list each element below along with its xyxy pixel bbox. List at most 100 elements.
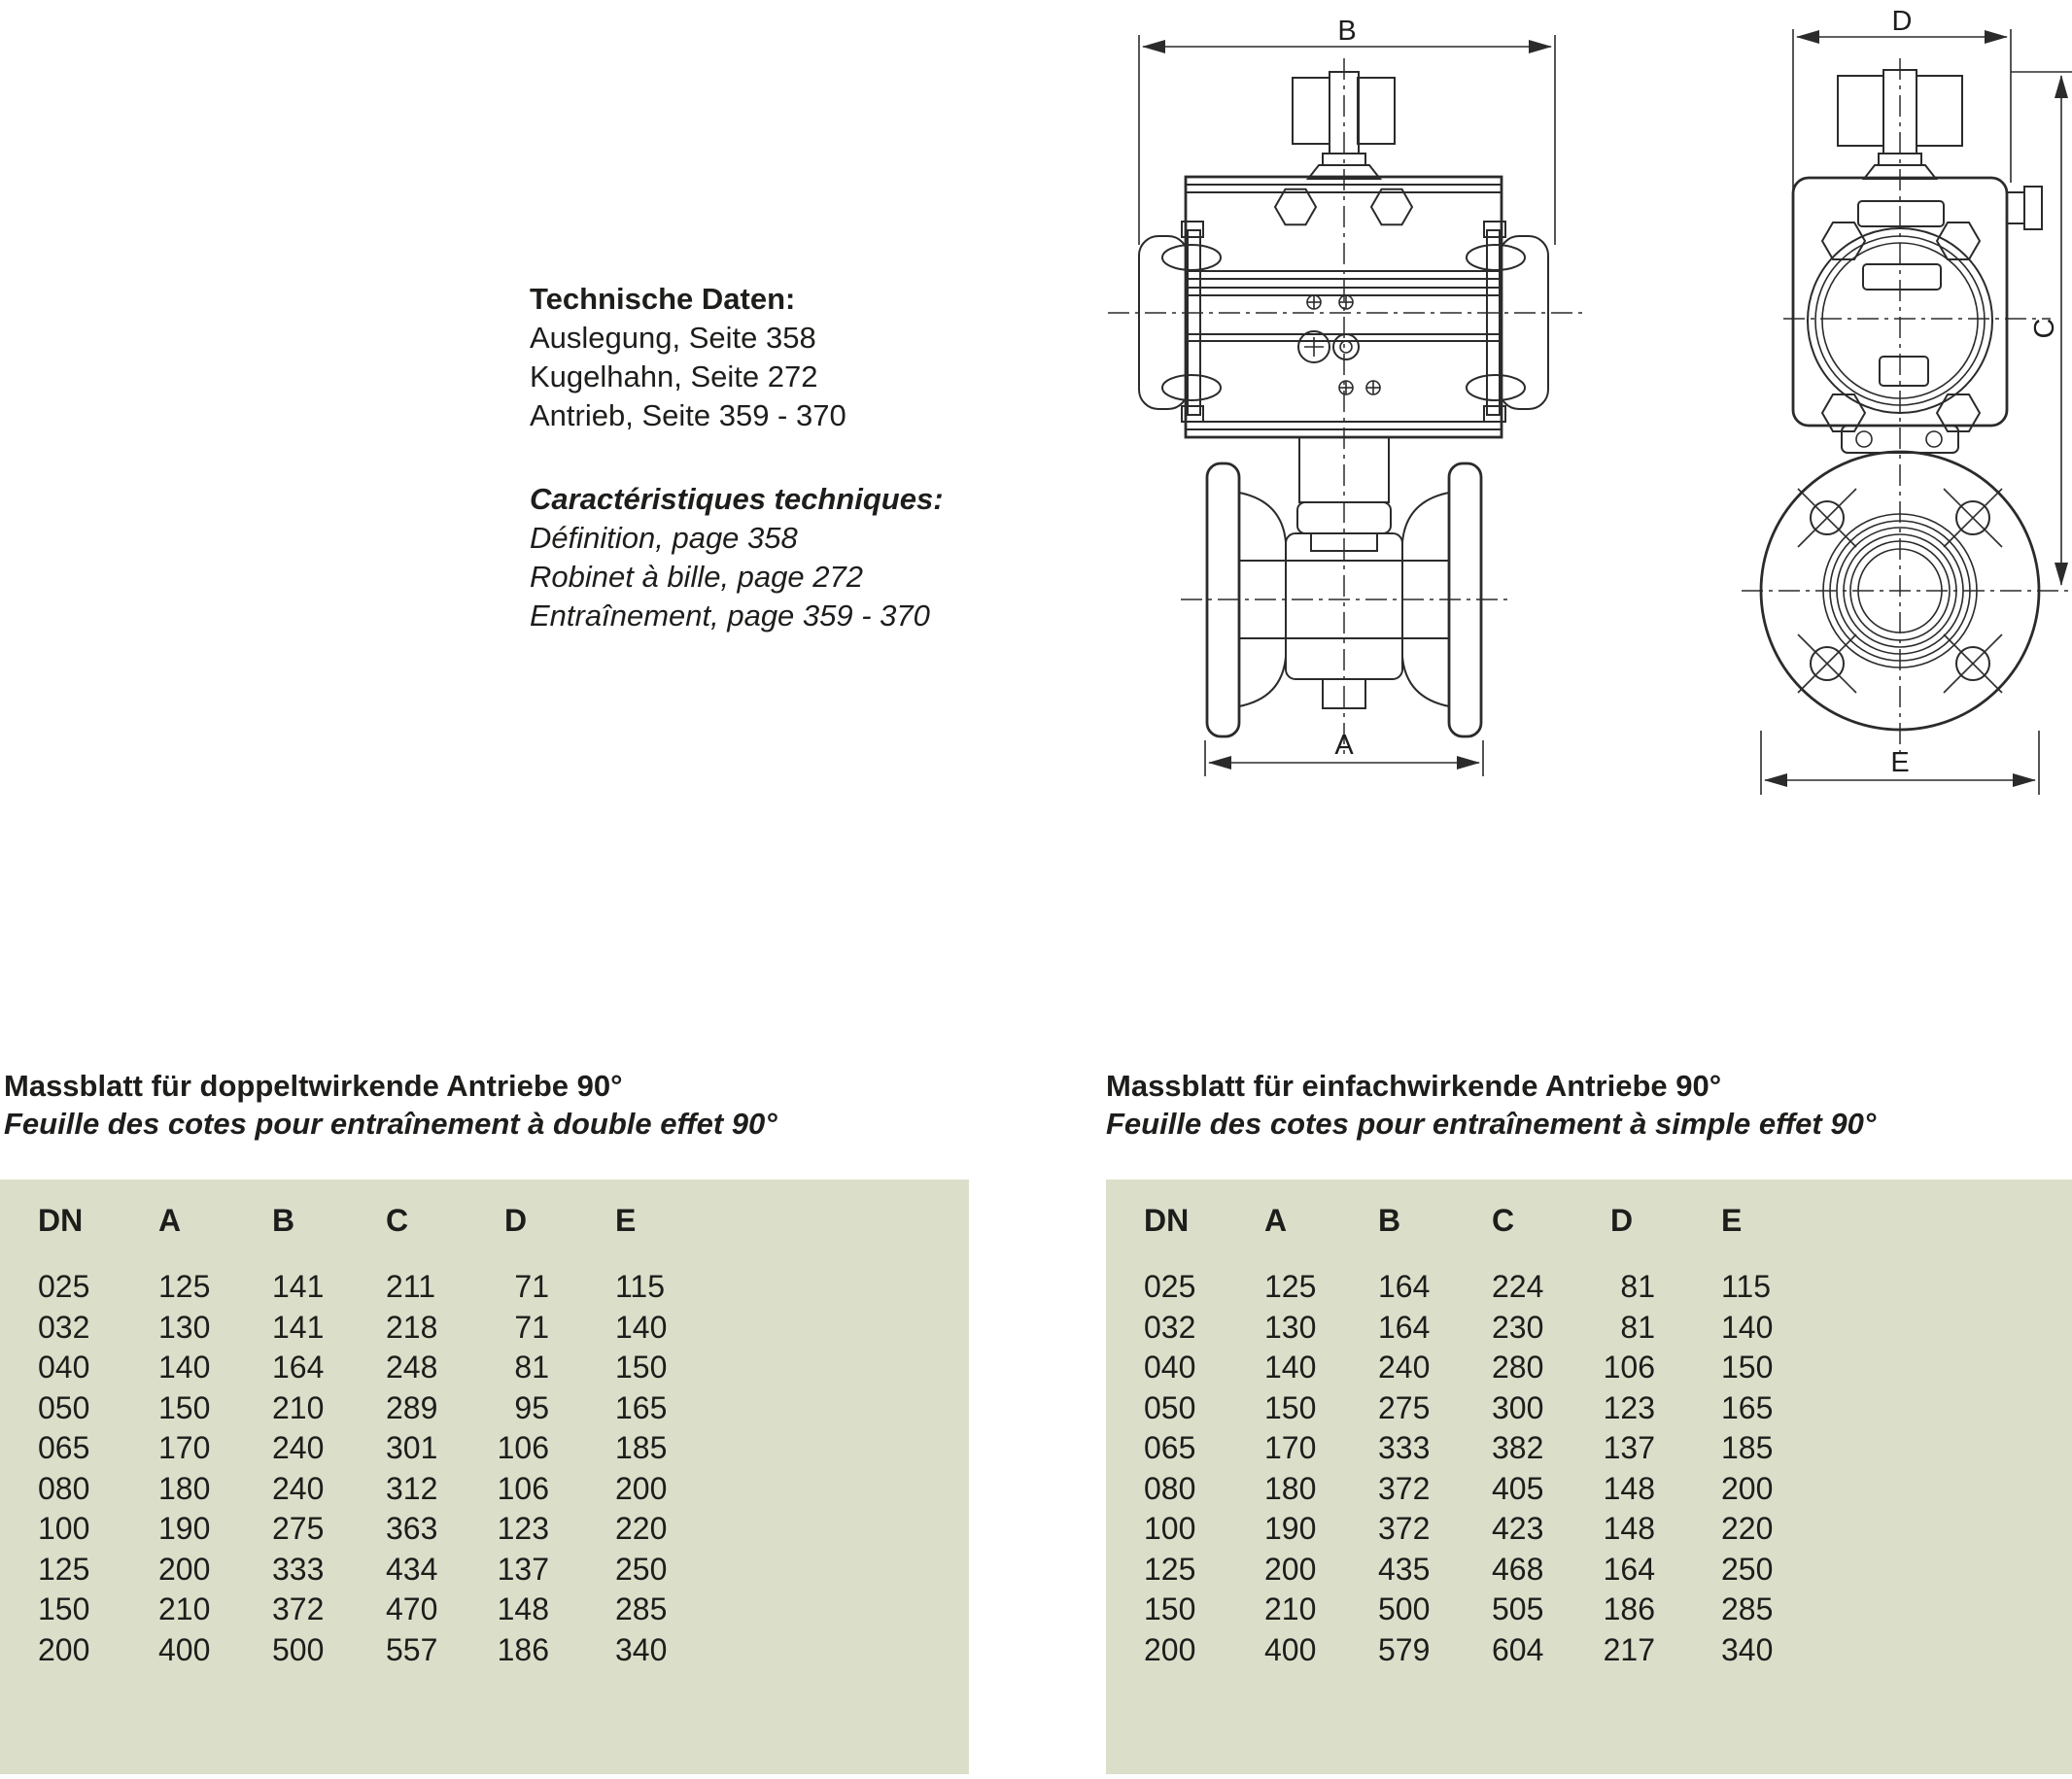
dim-cell: 100	[1144, 1511, 1196, 1546]
info-line: Antrieb, Seite 359 - 370	[530, 398, 846, 432]
dim-cell: 164	[1603, 1551, 1655, 1587]
table-title-de: Massblatt für doppeltwirkende Antriebe 9…	[4, 1069, 623, 1103]
dim-cell: 210	[158, 1591, 211, 1626]
dim-cell: 240	[272, 1430, 325, 1465]
column-header: D	[1610, 1203, 1634, 1238]
dim-cell: 164	[272, 1350, 325, 1385]
table-title-fr: Feuille des cotes pour entraînement à do…	[4, 1107, 777, 1141]
info-line: Auslegung, Seite 358	[530, 321, 816, 355]
dim-cell: 200	[615, 1470, 668, 1506]
dim-cell: 211	[386, 1269, 436, 1304]
dim-cell: 032	[1144, 1309, 1196, 1345]
column-header: B	[272, 1203, 295, 1238]
dim-cell: 363	[386, 1511, 438, 1546]
bolt-hole	[1797, 633, 1857, 694]
dim-cell: 200	[1144, 1631, 1196, 1667]
column-header: C	[386, 1203, 409, 1238]
dim-cell: 400	[1264, 1631, 1317, 1667]
dim-cell: 218	[386, 1309, 438, 1345]
dim-cell: 150	[1264, 1389, 1317, 1425]
table-title-fr: Feuille des cotes pour entraînement à si…	[1106, 1107, 1877, 1141]
dim-cell: 200	[1721, 1470, 1774, 1506]
dim-cell: 200	[38, 1631, 90, 1667]
dim-cell: 289	[386, 1389, 438, 1425]
dim-cell: 240	[272, 1470, 325, 1506]
dim-cell: 165	[1721, 1389, 1774, 1425]
dim-cell: 500	[1378, 1591, 1431, 1626]
dim-cell: 372	[1378, 1511, 1431, 1546]
dim-cell: 423	[1492, 1511, 1544, 1546]
table-double-acting: Massblatt für doppeltwirkende Antriebe 9…	[0, 1067, 969, 1774]
column-header: A	[158, 1203, 182, 1238]
dim-cell: 301	[386, 1430, 438, 1465]
dimension-a: A	[1204, 730, 1484, 776]
dim-label-a: A	[1334, 730, 1354, 761]
dim-cell: 435	[1378, 1551, 1431, 1587]
dim-cell: 141	[272, 1309, 325, 1345]
dim-cell: 123	[497, 1511, 549, 1546]
dim-cell: 400	[158, 1631, 211, 1667]
info-line: Robinet à bille, page 272	[530, 560, 863, 594]
table-single-acting: Massblatt für einfachwirkende Antriebe 9…	[1106, 1067, 2072, 1774]
dim-cell: 434	[386, 1551, 438, 1587]
dim-label-d: D	[1892, 10, 1913, 37]
dim-cell: 505	[1492, 1591, 1544, 1626]
dim-cell: 148	[497, 1591, 549, 1626]
dim-cell: 032	[38, 1309, 90, 1345]
dim-cell: 382	[1492, 1430, 1544, 1465]
dim-cell: 275	[1378, 1389, 1431, 1425]
dim-cell: 080	[1144, 1470, 1196, 1506]
dim-cell: 190	[1264, 1511, 1317, 1546]
dim-cell: 300	[1492, 1389, 1544, 1425]
dim-cell: 250	[1721, 1551, 1774, 1587]
dim-cell: 470	[386, 1591, 438, 1626]
dim-cell: 130	[158, 1309, 211, 1345]
ball-valve	[1205, 436, 1483, 738]
dim-cell: 250	[615, 1551, 668, 1587]
dim-cell: 248	[386, 1350, 438, 1385]
dim-cell: 95	[514, 1389, 549, 1425]
dim-cell: 065	[1144, 1430, 1196, 1465]
dim-cell: 71	[514, 1269, 549, 1304]
dim-cell: 190	[158, 1511, 211, 1546]
dim-cell: 186	[497, 1631, 549, 1667]
column-header: C	[1492, 1203, 1515, 1238]
dim-cell: 025	[1144, 1269, 1196, 1304]
info-line: Entraînement, page 359 - 370	[530, 599, 930, 633]
dim-cell: 275	[272, 1511, 325, 1546]
info-title-de: Technische Daten:	[530, 282, 796, 316]
column-header: DN	[38, 1203, 84, 1238]
table-header-row: DN A B C D E	[0, 1199, 969, 1242]
dim-cell: 81	[514, 1350, 549, 1385]
dim-cell: 130	[1264, 1309, 1317, 1345]
dim-label-b: B	[1337, 16, 1356, 47]
dim-cell: 185	[1721, 1430, 1774, 1465]
dim-cell: 150	[158, 1389, 211, 1425]
bolt-hole	[1943, 488, 2003, 548]
dim-cell: 200	[1264, 1551, 1317, 1587]
solenoid-valve	[1837, 69, 1963, 180]
side-view-drawing: D C	[1742, 10, 2072, 795]
dim-cell: 224	[1492, 1269, 1544, 1304]
dim-cell: 165	[615, 1389, 668, 1425]
dim-cell: 333	[272, 1551, 325, 1587]
dim-cell: 312	[386, 1470, 438, 1506]
dim-cell: 71	[514, 1309, 549, 1345]
dim-cell: 220	[1721, 1511, 1774, 1546]
dim-cell: 150	[615, 1350, 668, 1385]
column-header: A	[1264, 1203, 1288, 1238]
flange-view	[1759, 450, 2041, 732]
